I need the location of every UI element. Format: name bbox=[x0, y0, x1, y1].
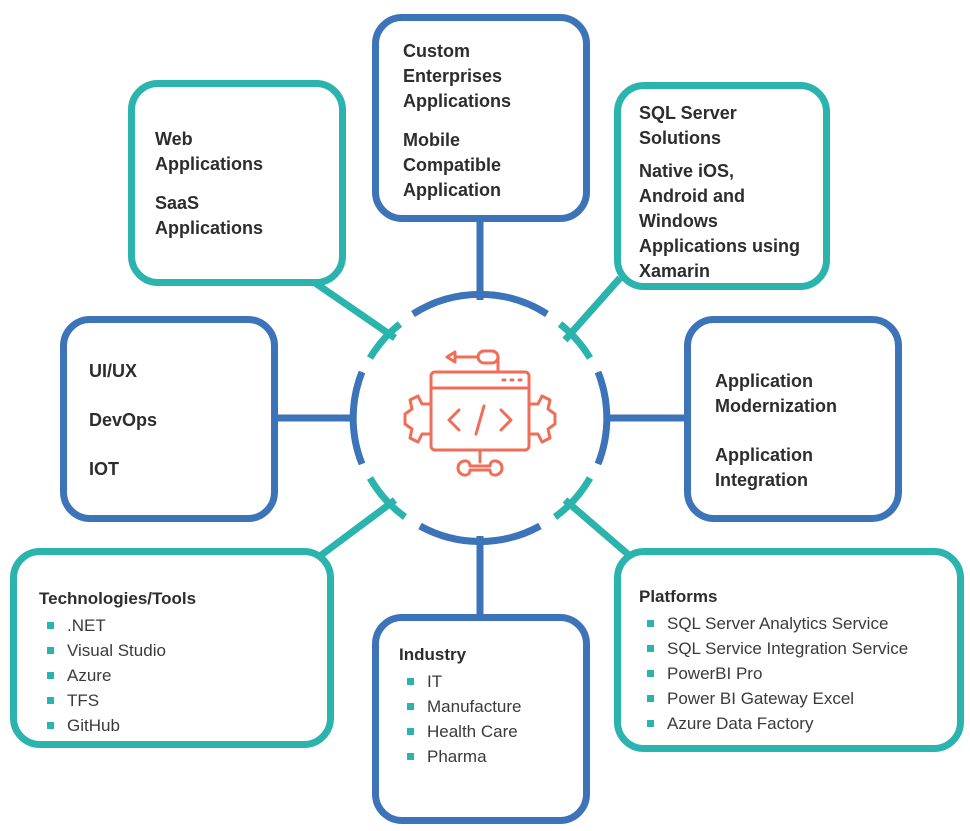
node-title: Industry bbox=[399, 645, 467, 664]
node-line: Custom bbox=[403, 41, 470, 61]
node-web-applications: Web Applications SaaS Applications bbox=[128, 80, 346, 286]
list-item: Azure bbox=[39, 663, 327, 688]
node-line: Integration bbox=[715, 470, 808, 490]
node-title: Platforms bbox=[639, 587, 718, 606]
list-item: Health Care bbox=[399, 719, 583, 744]
list-item: TFS bbox=[39, 688, 327, 713]
node-line: IOT bbox=[89, 459, 119, 479]
list-item: IT bbox=[399, 669, 583, 694]
node-line: Compatible bbox=[403, 155, 502, 175]
node-line: Native iOS, bbox=[639, 161, 735, 181]
list-item: Manufacture bbox=[399, 694, 583, 719]
node-line: Application bbox=[715, 371, 813, 391]
node-list: SQL Server Analytics Service SQL Service… bbox=[639, 611, 957, 736]
ring-arc-top-right bbox=[557, 321, 594, 360]
node-line: Modernization bbox=[715, 396, 837, 416]
node-app-modernization: Application Modernization Application In… bbox=[684, 316, 902, 522]
connector-top-right bbox=[562, 275, 623, 343]
node-custom-enterprise: Custom Enterprises Applications Mobile C… bbox=[372, 14, 590, 222]
node-line: Applications using bbox=[639, 236, 801, 256]
node-line: Enterprises bbox=[403, 66, 503, 86]
list-item: Power BI Gateway Excel bbox=[639, 686, 957, 711]
node-line: Web bbox=[155, 129, 193, 149]
node-line: Applications bbox=[155, 154, 264, 174]
list-item: Pharma bbox=[399, 744, 583, 769]
list-item: SQL Server Analytics Service bbox=[639, 611, 957, 636]
node-line: SaaS bbox=[155, 193, 200, 213]
list-item: SQL Service Integration Service bbox=[639, 636, 957, 661]
node-line: Application bbox=[715, 445, 813, 465]
node-platforms: Platforms SQL Server Analytics Service S… bbox=[614, 548, 964, 752]
node-line: Windows bbox=[639, 211, 718, 231]
node-list: IT Manufacture Health Care Pharma bbox=[399, 669, 583, 769]
node-line: Application bbox=[403, 180, 501, 200]
list-item: Visual Studio bbox=[39, 638, 327, 663]
node-industry: Industry IT Manufacture Health Care Phar… bbox=[372, 614, 590, 824]
node-title: Technologies/Tools bbox=[39, 589, 197, 608]
node-sql-server: SQL Server Solutions Native iOS, Android… bbox=[614, 82, 830, 290]
ring-arc-bottom-left bbox=[366, 476, 408, 520]
connector-bottom-left bbox=[317, 497, 398, 559]
connector-top-left bbox=[303, 273, 397, 341]
node-line: SQL Server bbox=[639, 103, 737, 123]
connector-bottom-right bbox=[562, 497, 633, 559]
node-line: DevOps bbox=[89, 410, 158, 430]
node-line: Xamarin bbox=[639, 261, 711, 281]
list-item: .NET bbox=[39, 613, 327, 638]
ring-arc-bottom-right bbox=[552, 476, 594, 520]
node-line: Solutions bbox=[639, 128, 721, 148]
node-line: UI/UX bbox=[89, 361, 138, 381]
node-line: Android and bbox=[639, 186, 745, 206]
list-item: Azure Data Factory bbox=[639, 711, 957, 736]
list-item: PowerBI Pro bbox=[639, 661, 957, 686]
node-technologies-tools: Technologies/Tools .NET Visual Studio Az… bbox=[10, 548, 334, 748]
list-item: GitHub bbox=[39, 713, 327, 738]
node-line: Applications bbox=[403, 91, 512, 111]
node-line: Applications bbox=[155, 218, 264, 238]
ring-arc-top-left bbox=[366, 321, 403, 360]
node-list: .NET Visual Studio Azure TFS GitHub bbox=[39, 613, 327, 738]
node-line: Mobile bbox=[403, 130, 460, 150]
node-uiux-devops-iot: UI/UX DevOps IOT bbox=[60, 316, 278, 522]
